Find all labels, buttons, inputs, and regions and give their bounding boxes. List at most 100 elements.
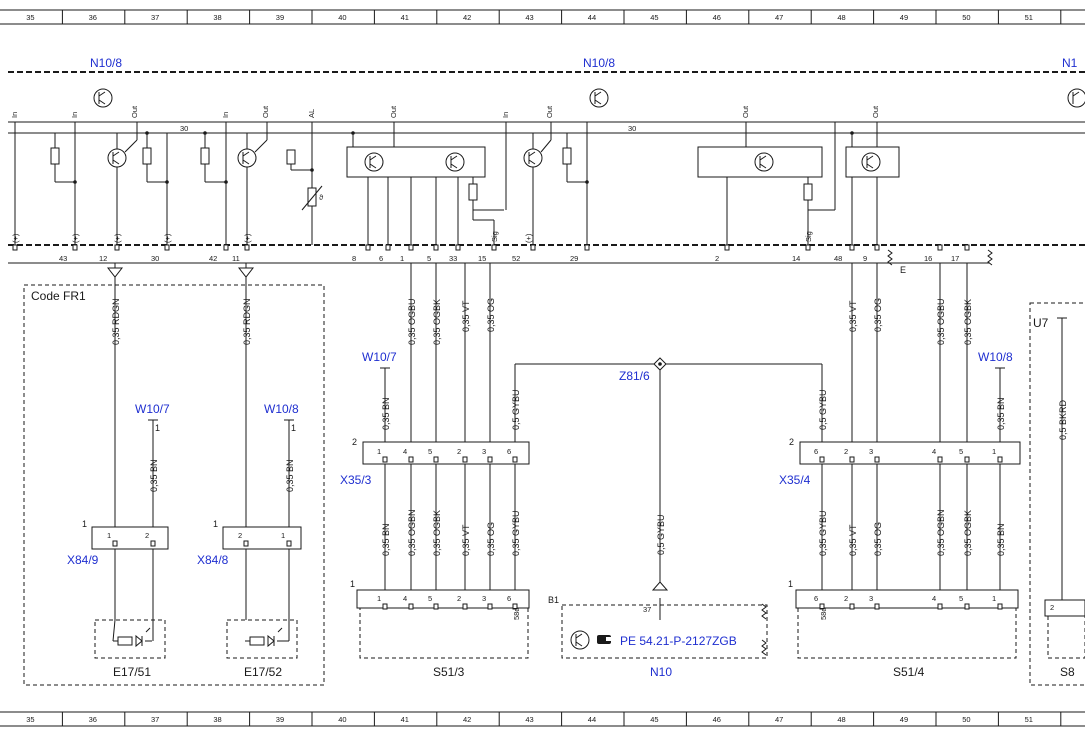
connector-pin-number: 42 (209, 254, 217, 263)
ground-ref-w10-8: W10/8 (264, 402, 299, 416)
pin-label-plus: (+) (243, 233, 252, 243)
wire-label: 0,35 VT (461, 524, 471, 556)
ground-pin-number: 1 (291, 423, 296, 433)
pin-label-plus: (+) (11, 233, 20, 243)
pin-label-sig: Sig (490, 231, 499, 242)
wire-label: 0,35 OGBK (432, 510, 442, 556)
grid-column-number: 50 (962, 715, 970, 724)
connector-pin-number: 11 (232, 254, 240, 263)
pin-label-plus: (+) (524, 233, 533, 243)
connector-pin-number: 1 (400, 254, 404, 263)
wire-label: 0,35 OGBN (936, 509, 946, 556)
pin-terminal (365, 244, 371, 251)
component-b1-label: B1 (548, 595, 559, 605)
connector-pin-number: 2 (457, 594, 461, 603)
connector-pin-number: 2 (844, 594, 848, 603)
code-fr1-label: Code FR1 (31, 289, 86, 303)
grid-column-number: 38 (213, 715, 221, 724)
svg-text:ϑ: ϑ (319, 193, 324, 202)
connector-pin-number: 2 (145, 531, 149, 540)
pin-label-in: In (10, 112, 19, 118)
pin-terminal (874, 456, 880, 463)
connector-pin-number: 15 (478, 254, 486, 263)
wire-label: 0,35 BN (996, 523, 1006, 556)
grid-column-number: 47 (775, 715, 783, 724)
connector-pin-number: 33 (449, 254, 457, 263)
code-fr1-box (23, 284, 325, 686)
pin-terminal (849, 603, 855, 610)
pin-terminal (997, 456, 1003, 463)
internal-circuit: ϑ (11, 122, 900, 245)
grid-column-number: 41 (401, 13, 409, 22)
pin-label-plus: (+) (71, 233, 80, 243)
connector-pin-number: 12 (99, 254, 107, 263)
module-label-n10-8-mid: N10/8 (583, 56, 615, 70)
led-icon (135, 634, 143, 648)
connector-pin-number: 3 (482, 594, 486, 603)
transistor-icon (570, 630, 590, 650)
transistor-icon (861, 152, 881, 172)
connector-pin-number: 5 (959, 594, 963, 603)
pin-terminal (455, 244, 461, 251)
wire-label: 0,5 GYBU (818, 389, 828, 430)
component-e17-51 (94, 549, 166, 659)
connector-pin-number: 1 (107, 531, 111, 540)
pin-label-al: AL (307, 109, 316, 118)
component-side-number: 1 (788, 579, 793, 589)
connector-pin-number: 2 (238, 531, 242, 540)
connector-e-label: E (900, 265, 906, 275)
wire-label: 0,35 OGBU (407, 298, 417, 345)
pin-label-out: Out (741, 105, 750, 118)
transistor-icon (754, 152, 774, 172)
pin-terminal (937, 244, 943, 251)
connector-pin-number: 1 (377, 594, 381, 603)
connector-pin-number: 6 (507, 594, 511, 603)
connector-side-number: 1 (213, 519, 218, 529)
grid-column-number: 40 (338, 13, 346, 22)
connector-pin-number: 17 (951, 254, 959, 263)
pin-terminal (72, 244, 78, 251)
pin-label-out: Out (545, 105, 554, 118)
wire-label: 0,35 OG (486, 522, 496, 556)
pin-terminal (805, 244, 811, 251)
terminal-30-label: 30 (180, 124, 188, 133)
pin-terminal (433, 244, 439, 251)
wire-label: 0,35 BN (285, 459, 295, 492)
wire-label: 0,35 OGBK (432, 299, 442, 345)
grid-column-number: 43 (525, 13, 533, 22)
grid-column-number: 35 (26, 13, 34, 22)
grid-column-number: 46 (713, 715, 721, 724)
pointing-hand-icon[interactable] (597, 635, 613, 644)
pin-label-plus: (+) (163, 233, 172, 243)
connector-pin-number: 6 (507, 447, 511, 456)
pin-terminal (150, 540, 156, 547)
pin-terminal (530, 244, 536, 251)
component-n10: B1 37 PE 54.21-P-2127ZGB (548, 595, 768, 659)
connector-pin-number: 48 (834, 254, 842, 263)
wire-label: 0,35 OG (486, 298, 496, 332)
grid-column-number: 51 (1025, 715, 1033, 724)
connector-pin-number: 52 (512, 254, 520, 263)
pin-terminal (849, 244, 855, 251)
grid-column-number: 47 (775, 13, 783, 22)
wire-label: 0,35 BN (381, 523, 391, 556)
component-side-number: 1 (350, 579, 355, 589)
grid-column-number: 36 (89, 715, 97, 724)
grid-column-number: 39 (276, 13, 284, 22)
pin-label-in: In (70, 112, 79, 118)
grid-column-number: 48 (837, 715, 845, 724)
wire-runs (106, 263, 1067, 620)
connector-side-number: 2 (789, 437, 794, 447)
wire-label: 0,35 OGBU (936, 298, 946, 345)
wire-label: 0,35 OG (873, 298, 883, 332)
pin-terminal (243, 540, 249, 547)
pin-terminal (964, 456, 970, 463)
pe-reference-link[interactable]: PE 54.21-P-2127ZGB (620, 634, 737, 648)
terminal-30-label: 30 (628, 124, 636, 133)
pin-label-in: In (221, 112, 230, 118)
pin-label-58d: 58d (512, 607, 521, 620)
grid-column-number: 38 (213, 13, 221, 22)
connector-pin-number: 3 (869, 447, 873, 456)
